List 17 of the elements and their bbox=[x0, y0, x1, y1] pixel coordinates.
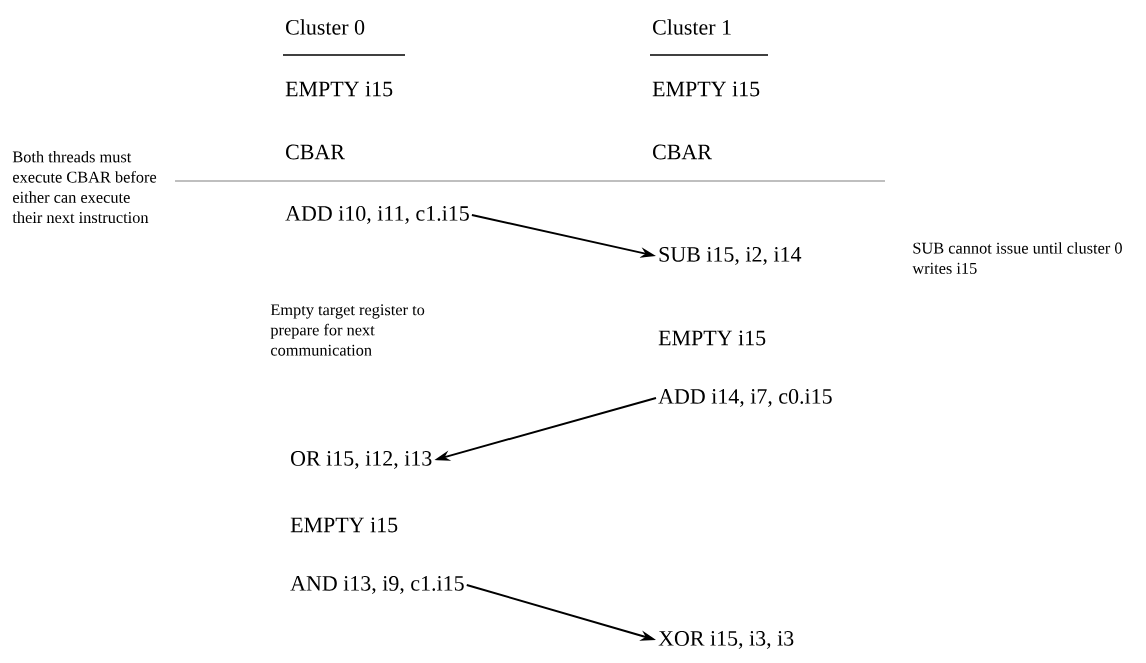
column-heading: Cluster 0 bbox=[286, 19, 365, 35]
instruction-text: CBAR bbox=[653, 144, 712, 160]
instruction-text: EMPTY i15 bbox=[290, 517, 398, 533]
instruction-text: XOR i15, i3, i3 bbox=[658, 631, 794, 649]
note-text: Both threads must execute CBAR before either can execute their next instruction bbox=[12, 150, 157, 224]
instruction-text: AND i13, i9, c1.i15 bbox=[290, 576, 464, 594]
instruction-text: SUB i15, i2, i14 bbox=[659, 247, 802, 265]
instruction-text: OR i15, i12, i13 bbox=[291, 451, 432, 469]
instruction-text: ADD i14, i7, c0.i15 bbox=[658, 389, 832, 407]
column-heading: Cluster 1 bbox=[653, 19, 731, 35]
instruction-text: EMPTY i15 bbox=[285, 81, 393, 97]
instruction-text: ADD i10, i11, c1.i15 bbox=[285, 206, 469, 224]
instruction-text: EMPTY i15 bbox=[658, 330, 766, 346]
instruction-text: EMPTY i15 bbox=[652, 81, 760, 97]
note-text: SUB cannot issue until cluster 0 writes i15 bbox=[912, 242, 1122, 274]
instruction-text: CBAR bbox=[286, 144, 345, 160]
note-text: Empty target register to prepare for next communication bbox=[270, 304, 425, 356]
